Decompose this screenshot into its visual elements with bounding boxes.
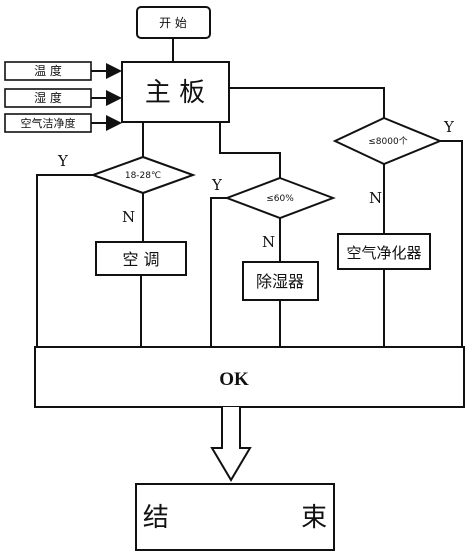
end-label: 结 束 <box>143 503 327 533</box>
mainboard-label: 主 板 <box>145 78 205 108</box>
decision-air: ≤8000个 <box>332 116 443 166</box>
temp-yes-label: Y <box>57 152 69 170</box>
start-label: 开 始 <box>159 16 187 30</box>
temp-no-label: N <box>122 208 135 226</box>
start-node: 开 始 <box>136 6 211 39</box>
input-temperature-label: 温 度 <box>34 63 62 78</box>
decision-air-label: ≤8000个 <box>368 136 407 147</box>
purifier-node: 空气净化器 <box>337 233 431 270</box>
connector-mainboard-air <box>229 87 385 118</box>
end-node: 结 束 <box>135 483 335 551</box>
ac-label: 空 调 <box>122 250 159 269</box>
air-no-label: N <box>369 189 382 207</box>
connector-temp-yes <box>36 174 93 347</box>
humidity-no-label: N <box>262 233 275 251</box>
humidity-yes-label: Y <box>211 176 223 194</box>
input-air-quality: 空气洁净度 <box>4 113 122 133</box>
decision-temperature: 18-28℃ <box>90 155 196 195</box>
air-yes-label: Y <box>443 118 455 136</box>
dehumidifier-node: 除湿器 <box>242 261 319 301</box>
ok-label: OK <box>219 369 249 390</box>
purifier-label: 空气净化器 <box>346 244 421 262</box>
input-humidity: 湿 度 <box>4 88 122 108</box>
dehumidifier-label: 除湿器 <box>256 272 304 291</box>
ok-node: OK <box>34 346 465 408</box>
ac-node: 空 调 <box>95 241 187 276</box>
decision-humidity-label: ≤60% <box>266 194 294 204</box>
connector-mainboard-humidity <box>219 122 281 178</box>
hollow-arrow <box>210 407 252 482</box>
input-temperature: 温 度 <box>4 61 122 81</box>
decision-humidity: ≤60% <box>224 176 336 220</box>
input-air-quality-label: 空气洁净度 <box>21 116 76 130</box>
decision-temperature-label: 18-28℃ <box>125 171 161 181</box>
connector-air-yes <box>440 140 463 347</box>
input-humidity-label: 湿 度 <box>34 90 62 105</box>
mainboard-node: 主 板 <box>121 61 230 123</box>
connector-humidity-yes <box>210 197 227 347</box>
